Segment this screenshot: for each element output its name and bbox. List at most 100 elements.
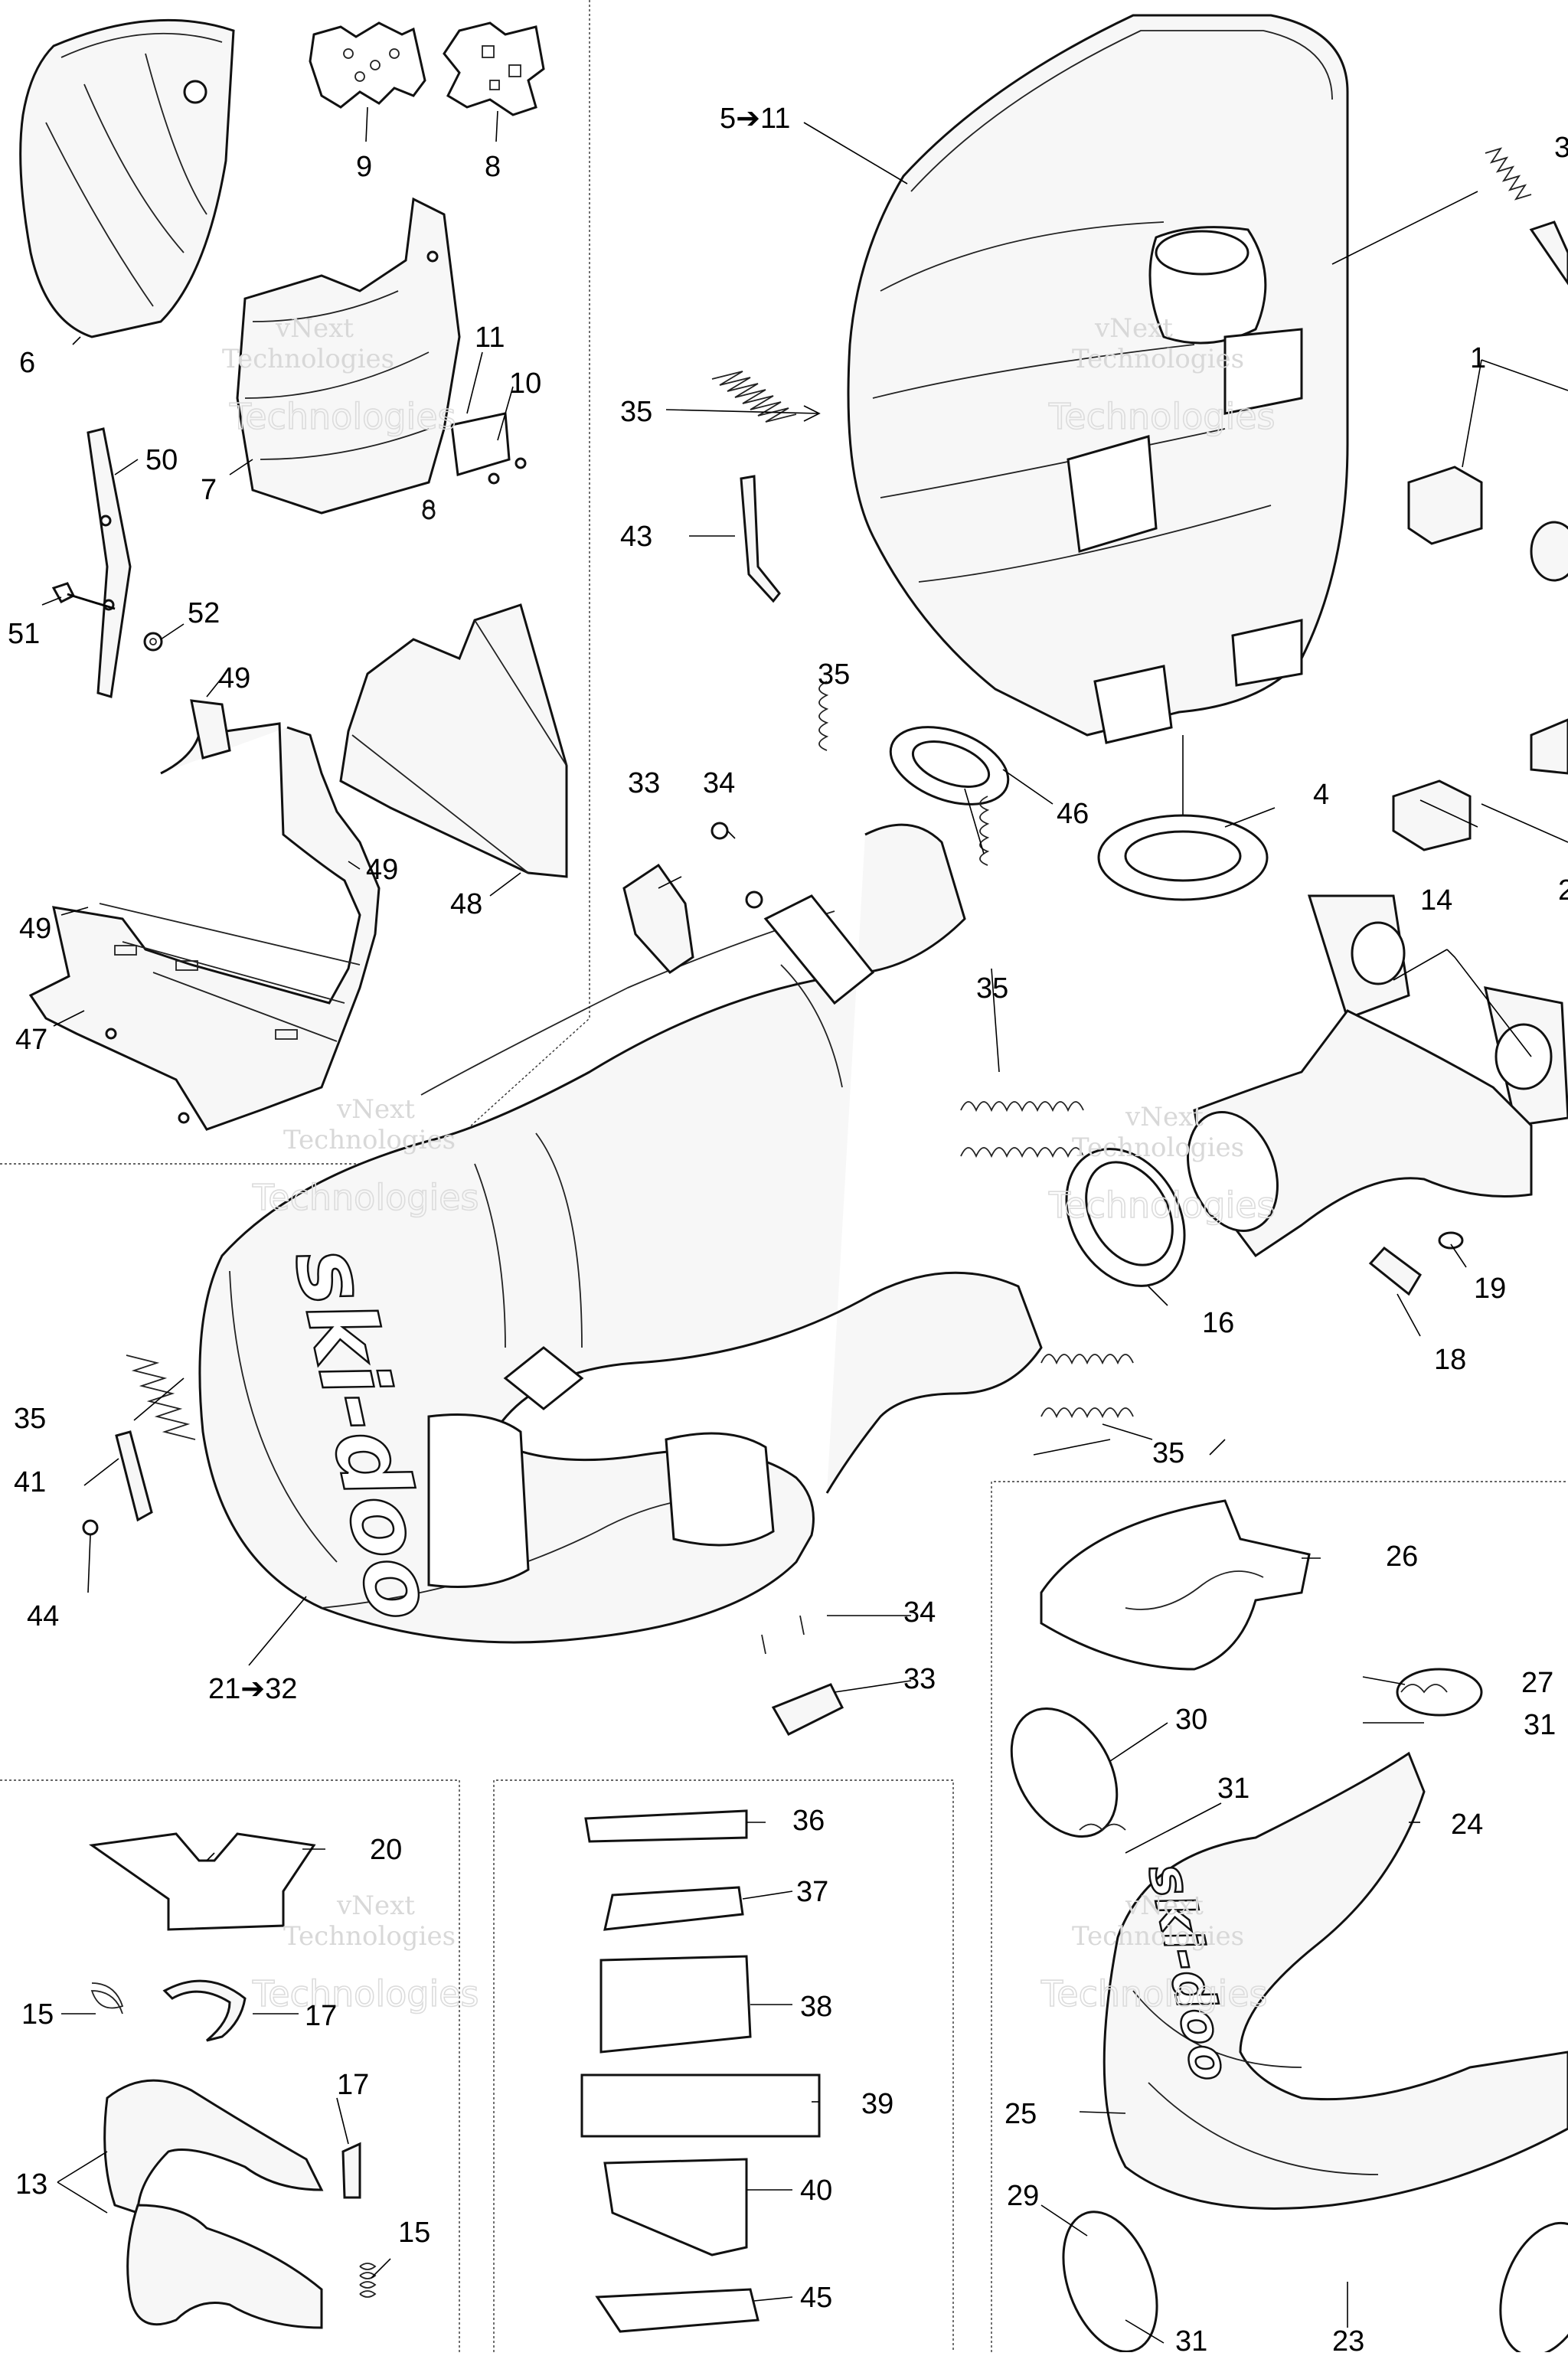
callout-35-b: 35 xyxy=(818,658,850,691)
svg-text:Technologies: Technologies xyxy=(1072,344,1244,374)
exhaust-manifold-14 xyxy=(1187,894,1568,1258)
bracket-43 xyxy=(740,475,781,603)
callout-19: 19 xyxy=(1474,1273,1506,1305)
gasket-8 xyxy=(443,21,545,116)
washer-19 xyxy=(1438,1231,1464,1250)
tuned-pipe-13 xyxy=(103,2079,324,2329)
callout-36: 36 xyxy=(792,1805,825,1837)
heat-shield-48 xyxy=(339,603,568,878)
callout-49-b: 49 xyxy=(366,854,398,886)
watermark-4: vNext Technologies Technologies xyxy=(1047,1102,1276,1227)
callout-34-b: 34 xyxy=(903,1596,936,1629)
callout-39: 39 xyxy=(861,2088,893,2120)
callout-35-d: 35 xyxy=(14,1403,46,1435)
heat-shield-upper xyxy=(19,18,235,338)
callout-labels: 1 2 3 4 5➔11 6 7 8 9 10 11 13 14 15 15 1… xyxy=(8,103,1568,2356)
callout-31-a: 31 xyxy=(1524,1709,1556,1741)
callout-14: 14 xyxy=(1420,884,1452,917)
svg-text:vNext: vNext xyxy=(1125,1890,1204,1921)
callout-33-b: 33 xyxy=(903,1663,936,1695)
gasket-9 xyxy=(309,21,426,109)
callout-31-b: 31 xyxy=(1217,1773,1250,1805)
clip-17-spring-15 xyxy=(341,2142,377,2298)
spring-35-top xyxy=(711,371,797,423)
callout-31-c: 31 xyxy=(1175,2325,1207,2352)
watermark-5: vNext Technologies Technologies xyxy=(251,1890,479,2015)
callout-29: 29 xyxy=(1007,2180,1039,2212)
callout-23: 23 xyxy=(1332,2325,1364,2352)
callout-21-32: 21➔32 xyxy=(208,1673,297,1705)
callout-18: 18 xyxy=(1434,1344,1466,1376)
callout-43: 43 xyxy=(620,521,652,553)
callout-51: 51 xyxy=(8,618,40,650)
watermark-6: vNext Technologies Technologies xyxy=(1040,1890,1268,2015)
callout-11: 11 xyxy=(475,322,505,354)
bracket-33-upper xyxy=(622,822,763,974)
bracket-41 xyxy=(82,1430,153,1536)
svg-text:vNext: vNext xyxy=(336,1094,415,1125)
tuned-pipe-small: ski-doo xyxy=(1102,1751,1568,2210)
spring-3 xyxy=(1485,147,1568,286)
svg-text:Technologies: Technologies xyxy=(1072,1132,1244,1163)
svg-text:Technologies: Technologies xyxy=(283,1125,456,1155)
svg-text:Technologies: Technologies xyxy=(252,1177,479,1218)
heat-shield-47 xyxy=(28,699,381,1131)
watermark-3: vNext Technologies Technologies xyxy=(251,1094,479,1219)
watermarks: vNext Technologies Technologies vNext Te… xyxy=(222,313,1276,2015)
callout-27: 27 xyxy=(1521,1667,1553,1699)
flex-seal-16 xyxy=(1065,1148,1186,1287)
nut-52 xyxy=(143,632,163,652)
svg-text:Technologies: Technologies xyxy=(229,396,456,437)
svg-text:vNext: vNext xyxy=(1094,313,1173,344)
callout-5-11: 5➔11 xyxy=(720,103,790,135)
decal-45 xyxy=(595,2288,760,2333)
callout-37: 37 xyxy=(796,1876,828,1908)
callout-46: 46 xyxy=(1057,798,1089,830)
callout-6: 6 xyxy=(19,347,35,379)
bracket-33-lower xyxy=(761,1615,844,1736)
tuned-pipe: ski-doo xyxy=(198,823,1043,1644)
callout-48: 48 xyxy=(450,888,482,920)
decal-38 xyxy=(599,1955,752,2054)
spring-15-clamp-17 xyxy=(90,1979,247,2042)
callout-10: 10 xyxy=(509,368,541,400)
callout-30: 30 xyxy=(1175,1704,1207,1736)
rubber-mount-1 xyxy=(1407,466,1568,582)
grommet-4 xyxy=(1097,814,1269,901)
callout-49-c: 49 xyxy=(19,913,51,945)
callout-4: 4 xyxy=(1313,779,1329,811)
springs-35-mid xyxy=(818,681,1134,1419)
callout-15-a: 15 xyxy=(21,1998,54,2031)
callout-13: 13 xyxy=(15,2168,47,2201)
callout-17-b: 17 xyxy=(337,2069,369,2101)
ring-46 xyxy=(889,726,1010,805)
bolt-18 xyxy=(1368,1246,1422,1296)
callout-8: 8 xyxy=(485,151,501,183)
heat-shield-mid xyxy=(236,197,527,520)
clamps-27-30 xyxy=(1010,1668,1483,1838)
callout-38: 38 xyxy=(800,1991,832,2023)
callout-2: 2 xyxy=(1558,874,1568,907)
callout-20: 20 xyxy=(370,1834,402,1866)
callout-50: 50 xyxy=(145,444,178,476)
svg-text:Technologies: Technologies xyxy=(1048,396,1276,437)
svg-text:Technologies: Technologies xyxy=(1048,1185,1276,1226)
clamps-29-31 xyxy=(1062,2211,1568,2356)
callout-35-a: 35 xyxy=(620,396,652,428)
svg-text:Technologies: Technologies xyxy=(1072,1921,1244,1952)
callout-26: 26 xyxy=(1386,1541,1418,1573)
svg-text:vNext: vNext xyxy=(275,313,354,344)
callout-41: 41 xyxy=(14,1466,46,1498)
callout-16: 16 xyxy=(1202,1307,1234,1339)
callout-3: 3 xyxy=(1554,132,1568,164)
svg-text:vNext: vNext xyxy=(1125,1102,1204,1132)
callout-25: 25 xyxy=(1004,2098,1037,2130)
callout-15-b: 15 xyxy=(398,2217,430,2249)
svg-text:Technologies: Technologies xyxy=(252,1973,479,2015)
callout-49-a: 49 xyxy=(218,662,250,694)
callout-34-a: 34 xyxy=(703,767,735,799)
heat-shield-26 xyxy=(1040,1499,1311,1671)
